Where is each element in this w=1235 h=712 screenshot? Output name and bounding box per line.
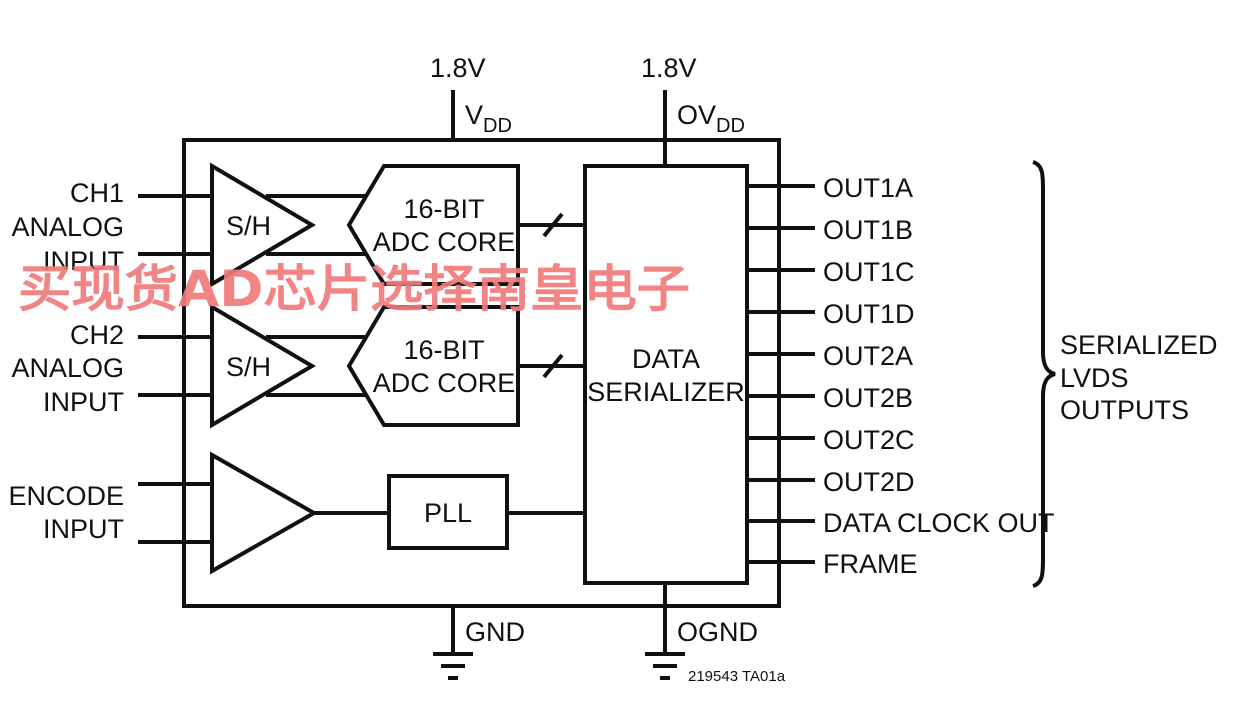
figure-id: 219543 TA01a xyxy=(688,668,786,685)
out2c-label: OUT2C xyxy=(823,425,915,455)
vdd-name: V xyxy=(465,100,483,130)
data-clock-out-label: DATA CLOCK OUT xyxy=(823,508,1055,538)
ovdd-label: OVDD xyxy=(677,100,745,137)
out1c-label: OUT1C xyxy=(823,257,915,287)
output-group-line1: SERIALIZED xyxy=(1060,330,1218,360)
adc2-block xyxy=(346,305,520,427)
serializer-label-line1: DATA xyxy=(632,344,700,374)
frame-label: FRAME xyxy=(823,549,918,579)
out1b-label: OUT1B xyxy=(823,215,913,245)
ch2-label-line2: ANALOG xyxy=(11,353,124,383)
watermark-text: 买现货AD芯片选择南皇电子 xyxy=(18,260,690,318)
vdd-voltage-label: 1.8V xyxy=(430,53,486,83)
vdd-label: VDD xyxy=(465,100,512,137)
adc1-label-line1: 16-BIT xyxy=(403,194,484,224)
sh2-triangle xyxy=(210,303,316,429)
adc1-label-line2: ADC CORE xyxy=(373,227,516,257)
gnd-label: GND xyxy=(465,617,525,647)
pll-label: PLL xyxy=(424,498,472,528)
encode-label-line2: INPUT xyxy=(43,514,124,544)
vdd-sub: DD xyxy=(483,115,512,137)
ovdd-voltage-label: 1.8V xyxy=(641,53,697,83)
adc1-bus-slash xyxy=(542,212,564,238)
sh2-label: S/H xyxy=(226,352,271,382)
serializer-label-line2: SERIALIZER xyxy=(587,377,745,407)
chip-outline xyxy=(182,138,781,608)
out1d-label: OUT1D xyxy=(823,299,915,329)
ovdd-sub: DD xyxy=(716,115,745,137)
adc2-bus-slash xyxy=(542,353,564,379)
ch1-label-line2: ANALOG xyxy=(11,212,124,242)
ch2-label-line3: INPUT xyxy=(43,387,124,417)
encode-buffer-triangle xyxy=(210,451,319,575)
output-group-line3: OUTPUTS xyxy=(1060,395,1189,425)
output-group-line2: LVDS xyxy=(1060,363,1129,393)
ognd-symbol xyxy=(645,652,685,680)
pll-block xyxy=(387,474,509,550)
adc2-label-line2: ADC CORE xyxy=(373,368,516,398)
adc2-label-line1: 16-BIT xyxy=(403,335,484,365)
data-serializer-block xyxy=(583,164,749,585)
ch1-label-line1: CH1 xyxy=(70,178,124,208)
out2b-label: OUT2B xyxy=(823,383,913,413)
gnd-symbol xyxy=(433,652,473,680)
encode-label-line1: ENCODE xyxy=(8,481,124,511)
ch1-label-line3: INPUT xyxy=(43,246,124,276)
ognd-label: OGND xyxy=(677,617,758,647)
sh1-label: S/H xyxy=(226,211,271,241)
ovdd-name: OV xyxy=(677,100,716,130)
output-group-brace xyxy=(1032,160,1056,588)
ch2-label-line1: CH2 xyxy=(70,320,124,350)
sh1-triangle xyxy=(210,162,316,288)
out1a-label: OUT1A xyxy=(823,173,913,203)
out2d-label: OUT2D xyxy=(823,467,915,497)
adc1-block xyxy=(346,164,520,286)
out2a-label: OUT2A xyxy=(823,341,913,371)
